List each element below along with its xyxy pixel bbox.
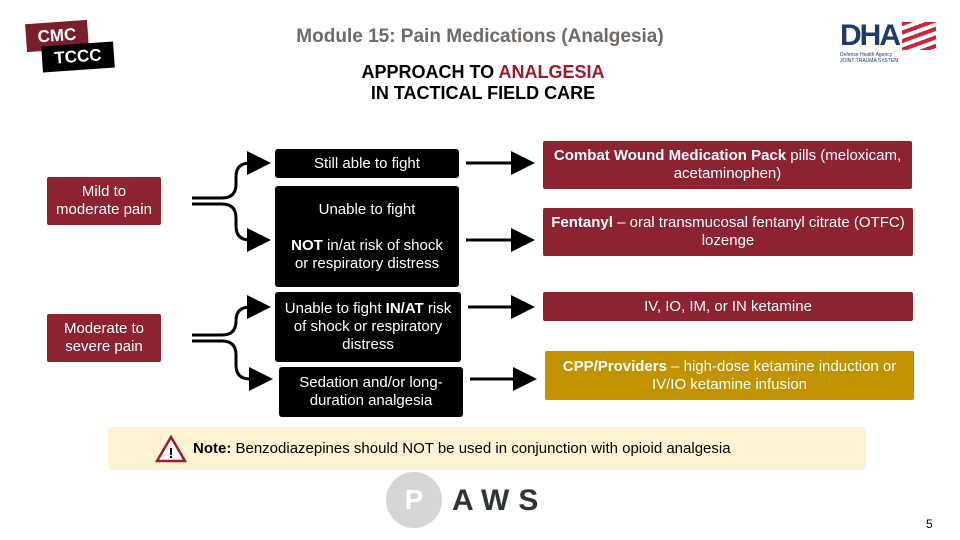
sedation-box: Sedation and/or long-duration analgesia [279,367,463,417]
module-title: Module 15: Pain Medications (Analgesia) [296,26,664,47]
still-able-box: Still able to fight [275,149,459,178]
branch-severe-bottom [192,339,273,391]
unable-at-risk-box: Unable to fight IN/AT risk of shock or r… [275,292,461,362]
paws-logo: P AWS [386,472,566,528]
page-number: 5 [926,517,933,531]
paws-text: AWS [452,484,548,517]
dha-logo: DHA Defense Health Agency JOINT TRAUMA S… [840,20,940,66]
mild-pain-box: Mild to moderate pain [47,177,161,225]
branch-mild-bottom [192,202,271,252]
warning-icon: ! [155,434,187,462]
flag-stripes-icon [902,22,936,50]
severe-pain-box: Moderate to severe pain [47,314,161,362]
cpp-box: CPP/Providers – high-dose ketamine induc… [545,351,914,400]
branch-mild-top [192,151,271,200]
cwmp-box: Combat Wound Medication Pack pills (melo… [543,141,912,189]
fentanyl-box: Fentanyl – oral transmucosal fentanyl ci… [543,208,913,256]
note-label: Note: [193,440,232,457]
dha-line2: JOINT TRAUMA SYSTEM [840,58,899,64]
dha-mark: DHA [840,19,901,52]
ketamine-box: IV, IO, IM, or IN ketamine [543,292,913,321]
title-highlight: ANALGESIA [498,62,605,82]
note-banner: ! Note: Benzodiazepines should NOT be us… [108,427,866,470]
dha-line1: Defense Health Agency [840,52,893,58]
title-part: APPROACH TO [361,62,499,82]
note-text: Benzodiazepines should NOT be used in co… [231,440,731,457]
page-title: APPROACH TO ANALGESIA IN TACTICAL FIELD … [0,62,960,104]
title-line2: IN TACTICAL FIELD CARE [370,83,596,103]
branch-severe-top [192,295,271,337]
svg-text:!: ! [169,445,174,462]
paws-p-circle: P [386,472,442,528]
